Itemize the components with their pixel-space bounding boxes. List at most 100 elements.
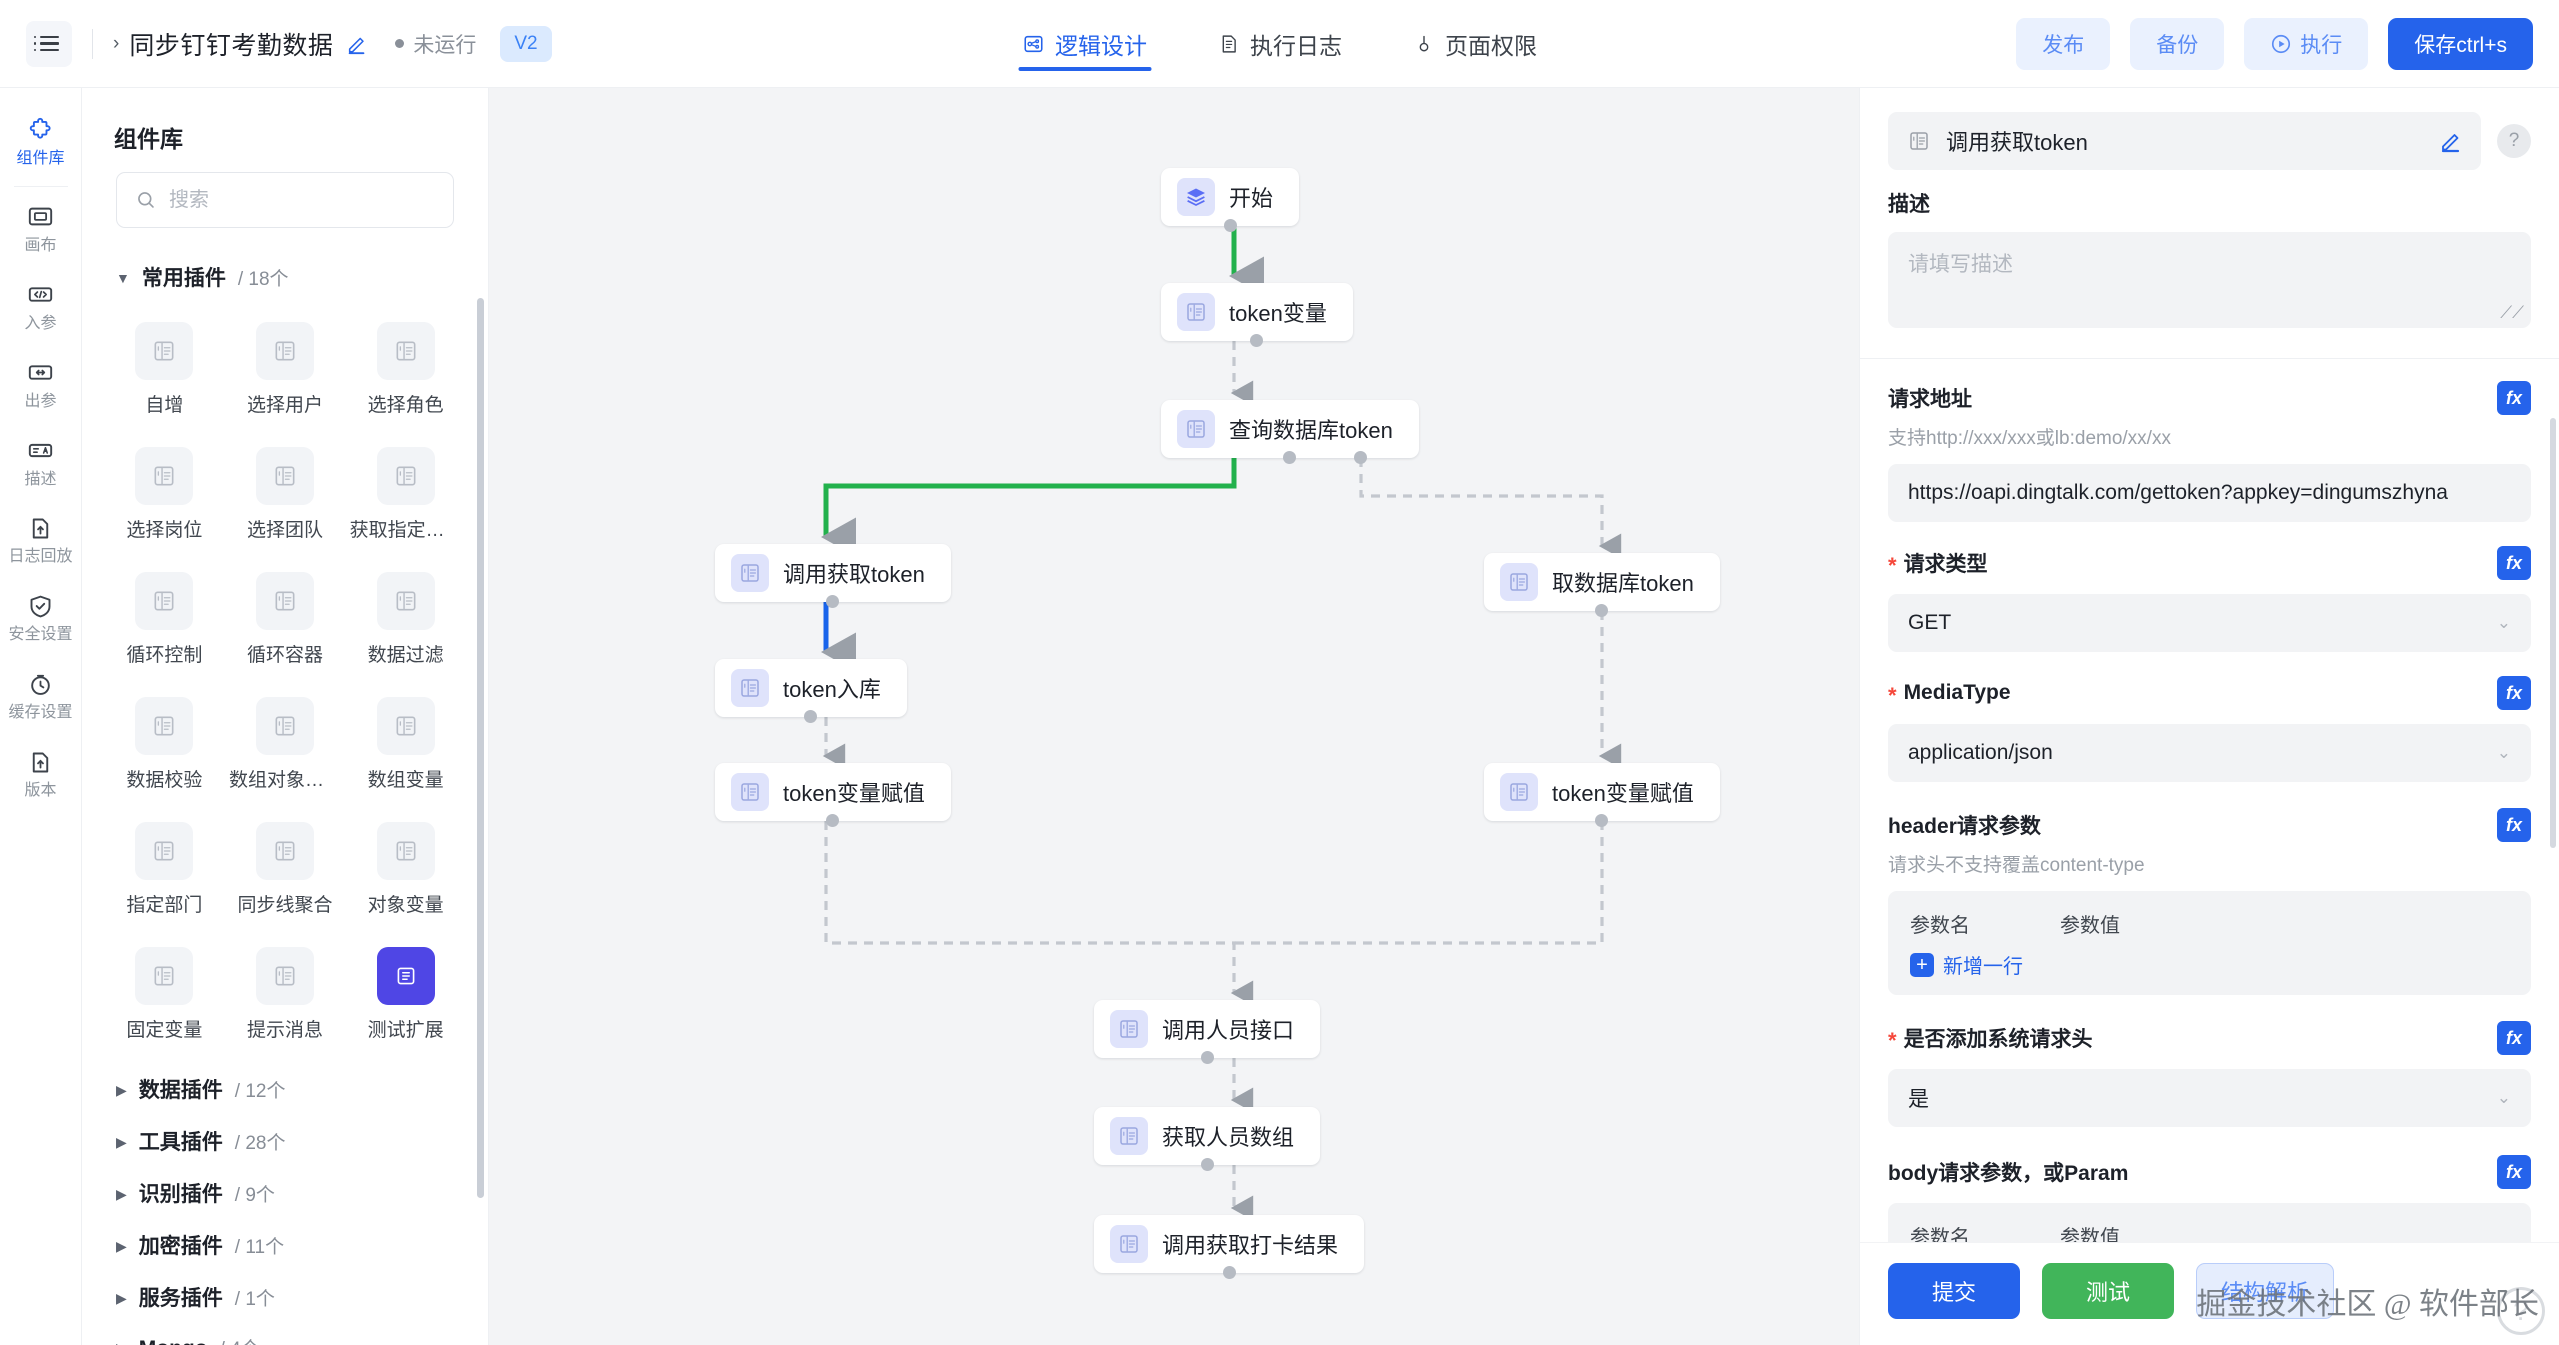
pencil-icon[interactable] xyxy=(345,32,369,56)
method-select[interactable]: GET ⌄ xyxy=(1888,594,2531,652)
component-item[interactable]: 指定部门 xyxy=(104,808,225,933)
rail-label: 日志回放 xyxy=(8,548,73,566)
test-button[interactable]: 测试 xyxy=(2042,1263,2175,1319)
category-item[interactable]: ▶ Mongo / 4个 xyxy=(82,1318,488,1345)
node-output-port[interactable] xyxy=(1595,604,1609,617)
node-output-port[interactable] xyxy=(1222,1266,1236,1279)
category-name: 服务插件 xyxy=(138,1287,223,1310)
category-item[interactable]: ▶ 工具插件 / 28个 xyxy=(82,1110,488,1162)
flow-node-getppl[interactable]: 获取人员数组 xyxy=(1094,1107,1321,1171)
node-output-port[interactable] xyxy=(1200,1051,1214,1064)
rail-item-input-params[interactable]: 入参 xyxy=(0,267,82,345)
rail-item-log-replay[interactable]: 日志回放 xyxy=(0,500,82,578)
component-item[interactable]: 同步线聚合 xyxy=(225,808,346,933)
component-item[interactable]: 获取指定请… xyxy=(345,433,466,558)
node-output-port[interactable] xyxy=(1250,334,1264,347)
component-item[interactable]: 数组变量 xyxy=(345,683,466,808)
hamburger-menu-icon[interactable] xyxy=(26,20,72,67)
rail-item-description[interactable]: 描述 xyxy=(0,423,82,501)
component-item[interactable]: 自增 xyxy=(104,308,225,433)
top-tabs: 逻辑设计 执行日志 页面权限 xyxy=(1018,0,1541,87)
category-common-plugins[interactable]: ▼ 常用插件 / 18个 xyxy=(82,246,488,298)
flow-node-start[interactable]: 开始 xyxy=(1161,168,1300,232)
component-item[interactable]: 数据过滤 xyxy=(345,558,466,683)
node-output-port[interactable] xyxy=(804,710,818,723)
description-textarea[interactable]: 请填写描述 ⟋⟋ xyxy=(1888,232,2531,328)
component-item[interactable]: 选择用户 xyxy=(225,308,346,433)
flow-canvas[interactable]: 开始 token变量 查询数据库token 调用获取token xyxy=(489,88,1859,1345)
fx-icon[interactable]: fx xyxy=(2497,546,2531,580)
fx-icon[interactable]: fx xyxy=(2497,1021,2531,1055)
component-item[interactable]: 选择团队 xyxy=(225,433,346,558)
rail-item-component-library[interactable]: 组件库 xyxy=(0,102,82,180)
mediatype-select[interactable]: application/json ⌄ xyxy=(1888,724,2531,782)
category-name: Mongo xyxy=(139,1337,208,1345)
scrollbar-thumb[interactable] xyxy=(2550,418,2556,848)
parse-structure-button[interactable]: 结构解析 xyxy=(2196,1263,2335,1319)
resize-grip-icon[interactable]: ⟋⟋ xyxy=(2500,303,2524,322)
component-item[interactable]: 数组对象变量 xyxy=(225,683,346,808)
node-output-port-secondary[interactable] xyxy=(1353,451,1367,464)
node-output-port[interactable] xyxy=(1200,1158,1214,1171)
tab-exec-log[interactable]: 执行日志 xyxy=(1213,0,1346,87)
category-item[interactable]: ▶ 数据插件 / 12个 xyxy=(82,1058,488,1110)
rail-item-version[interactable]: 版本 xyxy=(0,734,82,812)
category-item[interactable]: ▶ 服务插件 / 1个 xyxy=(82,1266,488,1318)
version-badge[interactable]: V2 xyxy=(500,25,552,62)
flow-node-assignR[interactable]: token变量赋值 xyxy=(1484,763,1720,827)
search-input[interactable] xyxy=(169,188,435,212)
system-header-select[interactable]: 是 ⌄ xyxy=(1888,1069,2531,1127)
add-header-row-button[interactable]: + 新增一行 xyxy=(1910,950,2509,979)
flow-node-tokenin[interactable]: token入库 xyxy=(715,659,907,723)
node-output-port[interactable] xyxy=(826,595,840,608)
component-item[interactable]: 测试扩展 xyxy=(345,933,466,1058)
shield-check-icon xyxy=(26,591,56,621)
flow-node-callpunch[interactable]: 调用获取打卡结果 xyxy=(1094,1215,1365,1279)
component-item[interactable]: 循环容器 xyxy=(225,558,346,683)
node-name-box[interactable]: 调用获取token xyxy=(1888,112,2481,170)
component-item[interactable]: 循环控制 xyxy=(104,558,225,683)
flow-node-getdbtok[interactable]: 取数据库token xyxy=(1484,553,1720,617)
node-output-port[interactable] xyxy=(1595,814,1609,827)
rail-item-security-settings[interactable]: 安全设置 xyxy=(0,578,82,656)
category-count: / 9个 xyxy=(234,1185,275,1206)
flow-node-tokenvar[interactable]: token变量 xyxy=(1161,283,1353,347)
component-item[interactable]: 固定变量 xyxy=(104,933,225,1058)
url-input[interactable]: https://oapi.dingtalk.com/gettoken?appke… xyxy=(1888,464,2531,522)
table-header-row: 参数名 参数值 xyxy=(1910,909,2509,938)
category-item[interactable]: ▶ 加密插件 / 11个 xyxy=(82,1214,488,1266)
question-icon[interactable]: ? xyxy=(2497,124,2531,158)
save-button[interactable]: 保存ctrl+s xyxy=(2388,17,2533,70)
tab-page-permission[interactable]: 页面权限 xyxy=(1408,0,1541,87)
tab-logic-design[interactable]: 逻辑设计 xyxy=(1018,0,1151,87)
submit-button[interactable]: 提交 xyxy=(1888,1263,2021,1319)
execute-button[interactable]: 执行 xyxy=(2244,17,2369,70)
component-item[interactable]: 数据校验 xyxy=(104,683,225,808)
flow-node-calltok[interactable]: 调用获取token xyxy=(715,544,951,608)
fx-icon[interactable]: fx xyxy=(2497,808,2531,842)
component-item[interactable]: 选择岗位 xyxy=(104,433,225,558)
rail-item-output-params[interactable]: 出参 xyxy=(0,345,82,423)
fx-icon[interactable]: fx xyxy=(2497,676,2531,710)
scrollbar-thumb[interactable] xyxy=(477,298,484,1198)
flow-node-assignL[interactable]: token变量赋值 xyxy=(715,763,951,827)
node-output-port[interactable] xyxy=(1223,219,1237,232)
component-item[interactable]: 提示消息 xyxy=(225,933,346,1058)
fx-icon[interactable]: fx xyxy=(2497,381,2531,415)
rail-item-cache-settings[interactable]: 缓存设置 xyxy=(0,656,82,734)
rail-item-canvas[interactable]: 画布 xyxy=(0,189,82,267)
publish-button[interactable]: 发布 xyxy=(2016,17,2111,70)
node-output-port[interactable] xyxy=(1283,451,1297,464)
search-box[interactable] xyxy=(116,172,454,228)
node-output-port[interactable] xyxy=(826,814,840,827)
category-item[interactable]: ▶ 识别插件 / 9个 xyxy=(82,1162,488,1214)
component-label: 循环容器 xyxy=(246,645,323,666)
component-item[interactable]: 选择角色 xyxy=(345,308,466,433)
backup-button[interactable]: 备份 xyxy=(2130,17,2225,70)
flow-node-querydb[interactable]: 查询数据库token xyxy=(1161,400,1419,464)
plugin-icon xyxy=(376,322,435,380)
fx-icon[interactable]: fx xyxy=(2497,1155,2531,1189)
flow-node-callppl[interactable]: 调用人员接口 xyxy=(1094,1000,1321,1064)
component-item[interactable]: 对象变量 xyxy=(345,808,466,933)
pencil-icon[interactable] xyxy=(2439,129,2463,153)
